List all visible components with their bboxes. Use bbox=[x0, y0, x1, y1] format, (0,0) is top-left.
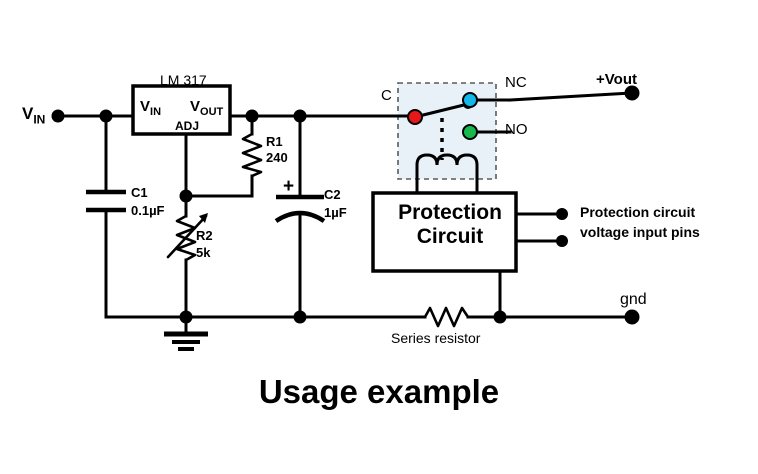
label-c2-ref: C2 bbox=[324, 187, 341, 202]
protection-circuit-body bbox=[371, 191, 518, 273]
junction-gnd-prot bbox=[493, 310, 507, 324]
label-prot-pins-line2: voltage input pins bbox=[580, 224, 700, 240]
terminal-prot-pin-1[interactable] bbox=[556, 208, 568, 220]
label-vout-terminal: +Vout bbox=[596, 71, 637, 88]
junction-vout-r1 bbox=[245, 109, 259, 123]
label-r2-value: 5k bbox=[196, 245, 211, 260]
label-relay-nc: NC bbox=[505, 74, 527, 91]
terminal-prot-pin-2[interactable] bbox=[556, 235, 568, 247]
label-relay-no: NO bbox=[505, 121, 528, 138]
protection-line-1: Protection bbox=[398, 201, 502, 224]
junction-vout-c2 bbox=[293, 109, 307, 123]
label-r1-ref: R1 bbox=[266, 134, 283, 149]
label-r1-value: 240 bbox=[266, 150, 288, 165]
relay-coil bbox=[415, 153, 479, 179]
label-pin-vin: VIN bbox=[140, 98, 162, 118]
label-gnd-terminal: gnd bbox=[620, 291, 647, 308]
label-r2-ref: R2 bbox=[196, 228, 213, 243]
junction-adj bbox=[179, 189, 193, 203]
junction-gnd-c2 bbox=[293, 310, 307, 324]
junction-vin bbox=[99, 109, 113, 123]
wire-nc-to-vout bbox=[508, 91, 634, 102]
label-relay-common: C bbox=[381, 87, 392, 104]
label-lm317-part: LM 317 bbox=[160, 72, 207, 88]
label-c2-polarity: + bbox=[283, 176, 295, 197]
junction-gnd-left bbox=[179, 310, 193, 324]
terminal-gnd[interactable] bbox=[624, 309, 640, 325]
r1-resistor-zigzag bbox=[241, 132, 263, 178]
relay-terminal-common[interactable] bbox=[407, 109, 423, 125]
terminal-vout[interactable] bbox=[624, 85, 640, 101]
relay-terminal-no[interactable] bbox=[462, 124, 478, 140]
relay-armature-blade bbox=[413, 102, 470, 119]
label-pin-adj: ADJ bbox=[175, 119, 200, 133]
series-resistor-zigzag bbox=[423, 306, 470, 328]
protection-line-2: Circuit bbox=[416, 224, 484, 248]
label-c1-value: 0.1µF bbox=[131, 203, 165, 218]
label-protection-circuit: Protection Circuit bbox=[385, 201, 515, 248]
figure-title: Usage example bbox=[258, 373, 500, 410]
r2-wiper-arrow-head bbox=[199, 213, 208, 223]
label-c1-ref: C1 bbox=[131, 185, 148, 200]
label-c2-value: 1µF bbox=[324, 205, 347, 220]
label-vin-terminal: VIN bbox=[22, 104, 46, 127]
label-pin-vout: VOUT bbox=[190, 98, 224, 118]
r2-wiper-arrow-shaft bbox=[166, 214, 208, 259]
relay-terminal-nc[interactable] bbox=[462, 92, 478, 108]
lm317-body bbox=[131, 84, 232, 136]
label-prot-pins-line1: Protection circuit bbox=[580, 204, 696, 220]
label-series-resistor: Series resistor bbox=[391, 330, 481, 346]
terminal-vin[interactable] bbox=[51, 109, 65, 123]
